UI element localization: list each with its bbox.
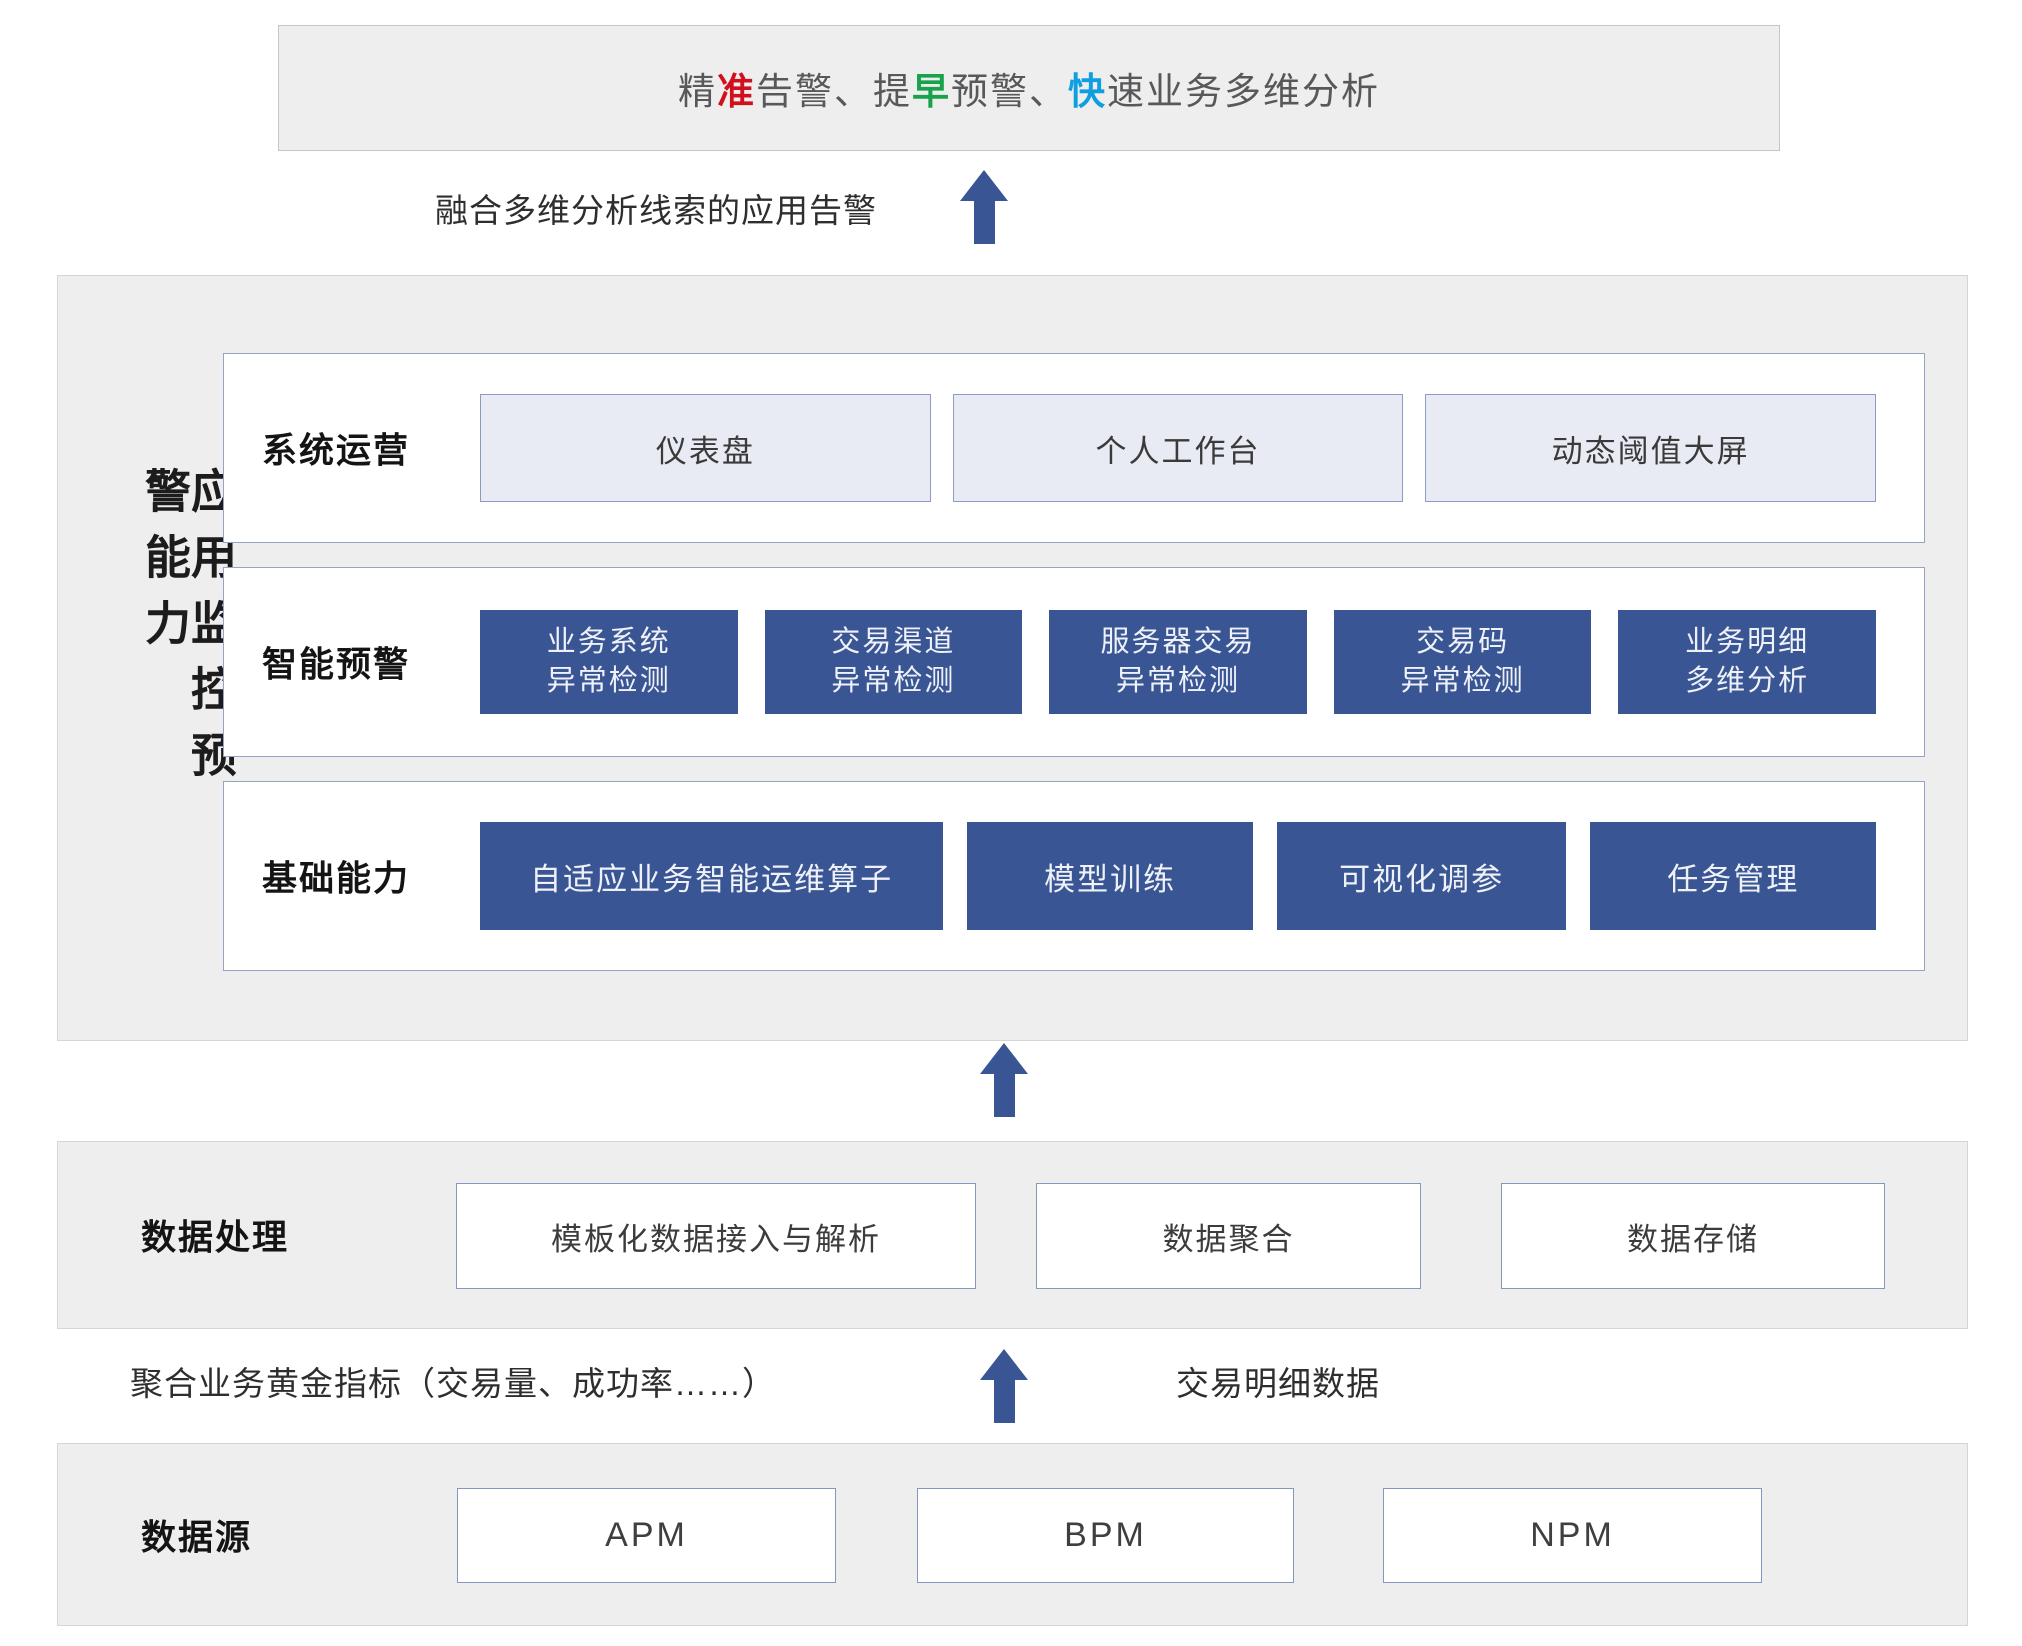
banner-text-segment: 告警、提 <box>756 71 912 112</box>
data-source-box-apm: APM <box>457 1488 836 1583</box>
capability-box: 服务器交易 异常检测 <box>1049 610 1307 714</box>
arrow-head <box>980 1349 1028 1380</box>
data-processing-box: 数据聚合 <box>1036 1183 1421 1289</box>
capability-box: 任务管理 <box>1590 822 1876 930</box>
row-boxes: 业务系统 异常检测 交易渠道 异常检测 服务器交易 异常检测 交易码 异常检测 … <box>480 568 1876 756</box>
capability-row-base-capability: 基础能力 自适应业务智能运维算子 模型训练 可视化调参 任务管理 <box>223 781 1925 971</box>
capability-box: 模型训练 <box>967 822 1253 930</box>
panel-label: 数据处理 <box>141 1218 290 1258</box>
panel-label: 数据源 <box>141 1518 253 1557</box>
capability-box: 仪表盘 <box>480 394 931 502</box>
up-arrow-icon <box>960 170 1008 244</box>
banner-accent-green: 早 <box>912 71 951 112</box>
capability-box: 交易渠道 异常检测 <box>764 610 1023 714</box>
flow-label-golden-metrics: 聚合业务黄金指标（交易量、成功率……） <box>130 1365 776 1402</box>
row-boxes: 自适应业务智能运维算子 模型训练 可视化调参 任务管理 <box>480 782 1876 970</box>
capability-box: 业务明细 多维分析 <box>1618 610 1876 714</box>
top-banner: 精 准 告警、提 早 预警、 快 速业务多维分析 <box>278 25 1780 151</box>
data-source-box-bpm: BPM <box>917 1488 1294 1583</box>
capability-box: 业务系统 异常检测 <box>480 610 738 714</box>
arrow-stem <box>993 1074 1015 1117</box>
capability-box: 交易码 异常检测 <box>1333 610 1592 714</box>
data-processing-box: 数据存储 <box>1501 1183 1885 1289</box>
data-processing-box: 模板化数据接入与解析 <box>456 1183 976 1289</box>
flow-label-transaction-detail: 交易明细数据 <box>1176 1365 1380 1402</box>
row-boxes: 仪表盘 个人工作台 动态阈值大屏 <box>480 354 1877 542</box>
data-processing-panel: 数据处理 模板化数据接入与解析 数据聚合 数据存储 <box>57 1141 1968 1329</box>
up-arrow-icon <box>980 1349 1028 1423</box>
panel-title-vertical: 应用监控预警能力 <box>139 467 237 797</box>
banner-accent-blue: 快 <box>1068 71 1107 112</box>
capability-row-smart-warning: 智能预警 业务系统 异常检测 交易渠道 异常检测 服务器交易 异常检测 交易码 … <box>223 567 1925 757</box>
capability-panel: 应用监控预警能力 系统运营 仪表盘 个人工作台 动态阈值大屏 智能预警 业务系统… <box>57 275 1968 1041</box>
arrow-stem <box>973 201 995 244</box>
banner-text-segment: 预警、 <box>951 71 1068 112</box>
row-label: 智能预警 <box>262 645 411 685</box>
capability-box: 个人工作台 <box>952 394 1404 502</box>
row-label: 系统运营 <box>262 431 411 471</box>
arrow-stem <box>993 1380 1015 1423</box>
banner-accent-red: 准 <box>717 71 756 112</box>
capability-box: 可视化调参 <box>1276 822 1567 930</box>
capability-box: 动态阈值大屏 <box>1425 394 1877 502</box>
capability-box: 自适应业务智能运维算子 <box>480 822 944 930</box>
banner-text-segment: 速业务多维分析 <box>1107 71 1380 112</box>
data-source-panel: 数据源 APM BPM NPM <box>57 1443 1968 1626</box>
capability-row-system-operations: 系统运营 仪表盘 个人工作台 动态阈值大屏 <box>223 353 1925 543</box>
banner-text-segment: 精 <box>678 71 717 112</box>
up-arrow-icon <box>980 1043 1028 1117</box>
flow-label-top: 融合多维分析线索的应用告警 <box>435 192 877 229</box>
arrow-head <box>960 170 1008 201</box>
data-source-box-npm: NPM <box>1383 1488 1762 1583</box>
row-label: 基础能力 <box>262 859 411 899</box>
arrow-head <box>980 1043 1028 1074</box>
